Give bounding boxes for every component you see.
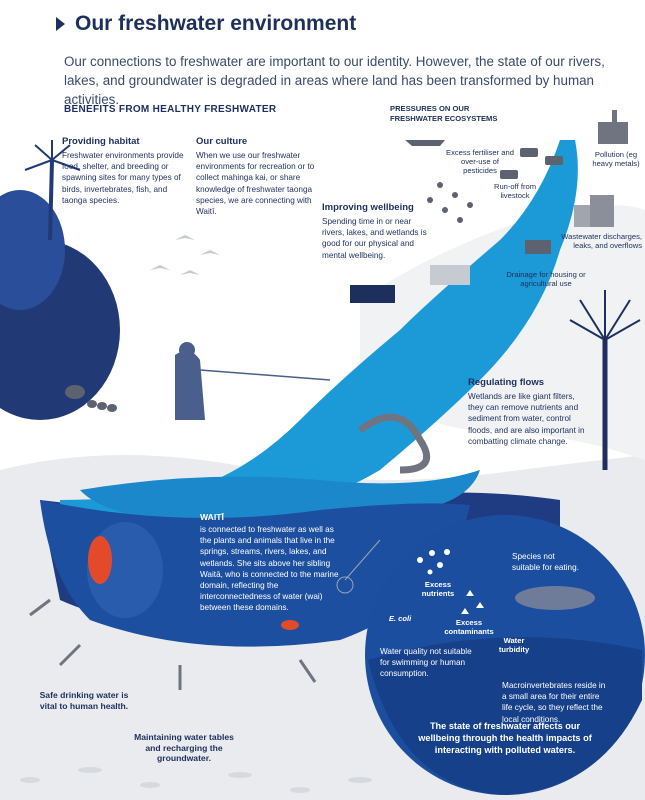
pressures-heading: PRESSURES ON OUR FRESHWATER ECOSYSTEMS <box>390 104 498 123</box>
koura-fish <box>88 536 112 584</box>
macroinvertebrates-caption: Macroinvertebrates reside in a small are… <box>502 681 606 724</box>
contaminants-caption: Excess contaminants <box>444 618 494 637</box>
waiti-text: is connected to freshwater as well as th… <box>200 525 339 613</box>
river <box>60 140 578 530</box>
water-tables-caption: Maintaining water tables and recharging … <box>134 732 234 764</box>
circle-lower-water <box>368 637 642 795</box>
particle-dots <box>417 549 484 614</box>
magnifier-origin <box>336 576 354 594</box>
culture-title: Our culture <box>196 136 248 147</box>
circle-summary: The state of freshwater affects our well… <box>418 721 592 755</box>
factory-chimney <box>612 110 617 124</box>
duck-family <box>65 385 117 412</box>
benefits-heading: BENEFITS FROM HEALTHY FRESHWATER <box>64 104 277 115</box>
turbidity-caption: Water turbidity <box>498 636 530 655</box>
buildings-icon-2 <box>574 205 590 227</box>
crayfish-icon <box>281 620 299 630</box>
magnifier-connector <box>344 539 381 581</box>
nutrients-caption: Excess nutrients <box>421 580 455 599</box>
pressure-runoff: Run-off from livestock <box>493 182 537 201</box>
waiti-title: WAITĪ <box>200 512 224 522</box>
pressure-fertiliser: Excess fertiliser and over-use of pestic… <box>446 148 514 176</box>
habitat-title: Providing habitat <box>62 136 140 147</box>
pressure-wastewater: Wastewater discharges, leaks, and overfl… <box>561 232 642 251</box>
swimming-caption: Water quality not suitable for swimming … <box>380 647 472 679</box>
wellbeing-title: Improving wellbeing <box>322 202 414 213</box>
flows-text: Wetlands are like giant filters, they ca… <box>468 392 585 446</box>
title-row: Our freshwater environment <box>56 12 356 36</box>
buildings-icon <box>590 195 614 227</box>
wellbeing-text: Spending time in or near rivers, lakes, … <box>322 217 427 260</box>
gravel-bed <box>20 767 372 793</box>
drainage-pipe <box>430 265 470 285</box>
habitat-text: Freshwater environments provide food, sh… <box>62 151 184 205</box>
crop-duster-icon <box>405 140 445 146</box>
unsafe-fish-icon <box>515 586 595 610</box>
page-title: Our freshwater environment <box>75 12 357 35</box>
fisher-figure <box>175 351 205 420</box>
pressure-pollution: Pollution (eg heavy metals) <box>592 150 640 169</box>
ecoli-caption: E. coli <box>388 614 412 623</box>
fisher-head <box>179 342 195 358</box>
pressure-drainage: Drainage for housing or agricultural use <box>506 270 586 289</box>
groundwater-arrows <box>29 598 317 690</box>
species-caption: Species not suitable for eating. <box>512 552 579 573</box>
livestock-icons <box>500 148 563 179</box>
cabbage-tree-leaves <box>24 140 81 171</box>
cabbage-tree-right-leaves <box>569 290 641 341</box>
digger-icon <box>525 240 551 254</box>
culture-text: When we use our freshwater environments … <box>196 151 315 217</box>
drinking-water-caption: Safe drinking water is vital to human he… <box>39 690 129 711</box>
title-arrow-icon <box>56 17 65 31</box>
cabbage-tree-left <box>48 159 54 241</box>
flying-birds <box>150 235 220 275</box>
flows-title: Regulating flows <box>468 377 544 388</box>
eel-icon <box>357 413 431 474</box>
factory-icon <box>598 122 628 144</box>
fishing-rod <box>199 369 331 381</box>
intro-text: Our connections to freshwater are import… <box>64 54 605 107</box>
runoff-arrows <box>427 182 473 223</box>
bench-people <box>350 285 395 303</box>
